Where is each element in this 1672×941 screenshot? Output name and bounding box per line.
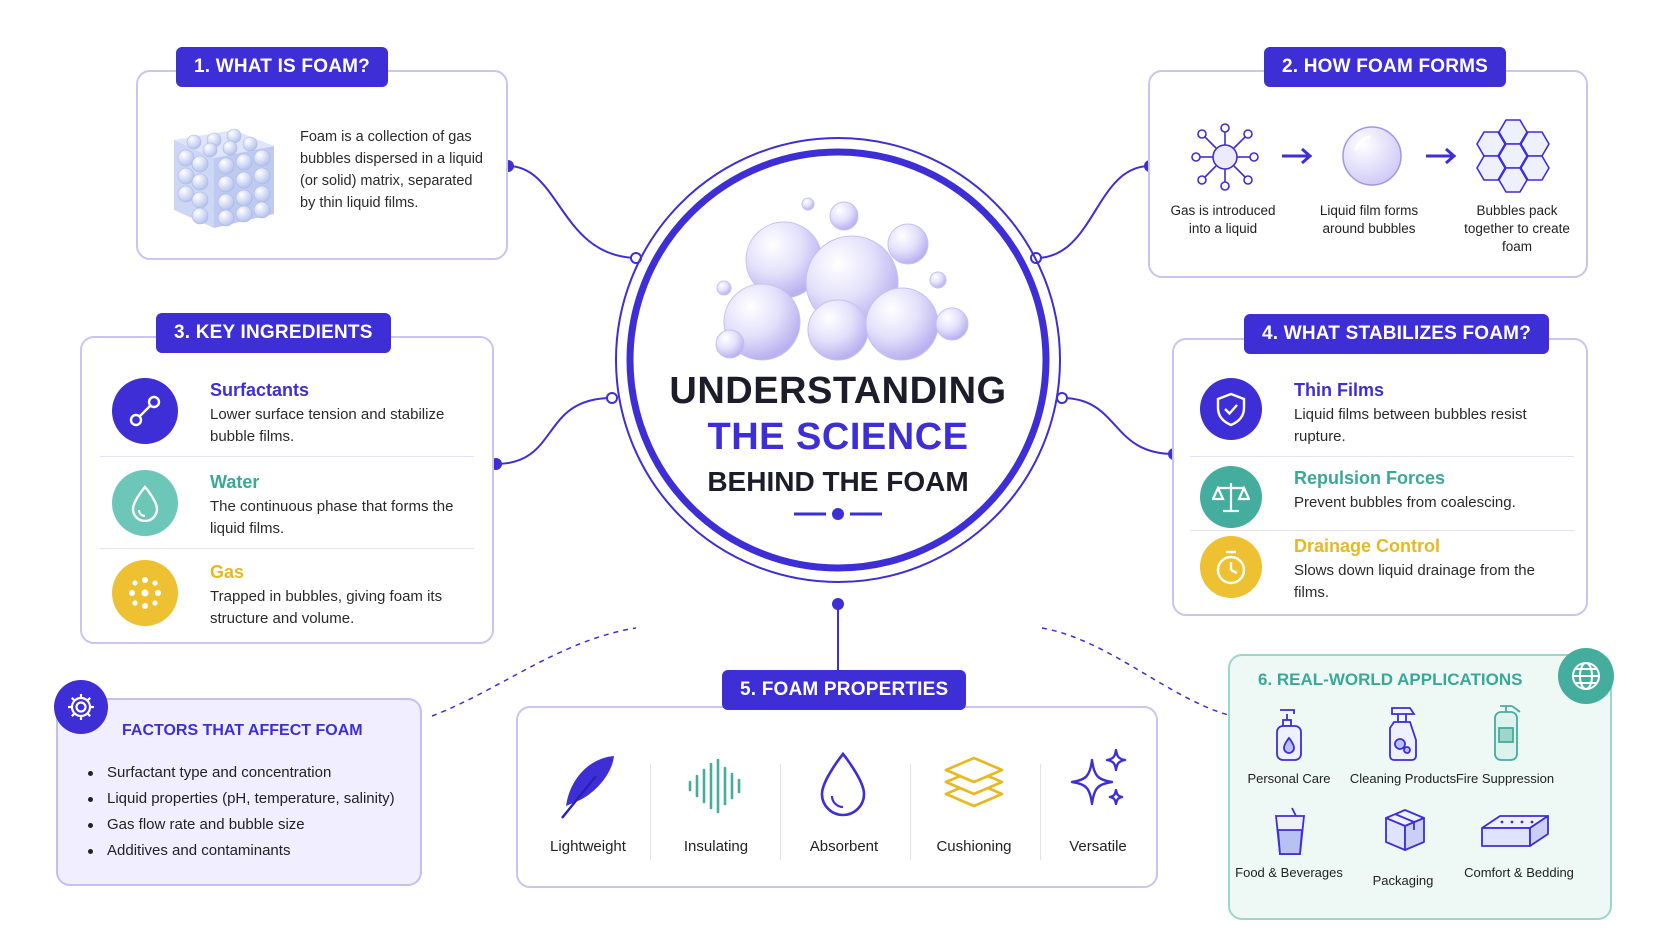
step-label-pack: Bubbles pack together to create foam: [1464, 203, 1570, 254]
water-desc: The continuous phase that forms the liqu…: [210, 498, 454, 537]
what-is-foam-text: Foam is a collection of gas bubbles disp…: [300, 129, 483, 211]
drainage-icon-circle: [1200, 536, 1262, 598]
gear-icon: [68, 694, 94, 720]
feather-icon: [561, 756, 614, 819]
property-label-cushioning: Cushioning: [936, 838, 1012, 855]
shield-icon: [1216, 392, 1246, 427]
properties-card: Lightweight Insulating Absorbent Cushion…: [516, 706, 1158, 888]
repulsion-desc: Prevent bubbles from coalescing.: [1294, 494, 1516, 511]
bubble-icon: [1342, 126, 1402, 186]
repulsion-title: Repulsion Forces: [1294, 468, 1446, 488]
factors-list: Surfactant type and concentration Liquid…: [88, 760, 418, 864]
property-label-versatile: Versatile: [1069, 838, 1127, 855]
factor-item: Liquid properties (pH, temperature, sali…: [88, 786, 418, 812]
stabilizes-title: 4. WHAT STABILIZES FOAM?: [1244, 314, 1550, 354]
center-title-line3: BEHIND THE FOAM: [707, 466, 969, 497]
step-label-film: Liquid film forms around bubbles: [1319, 203, 1419, 236]
fire-extinguisher-icon: [1494, 705, 1521, 761]
center-hub: UNDERSTANDING THE SCIENCE BEHIND THE FOA…: [612, 134, 1064, 586]
drop-outline-icon: [820, 751, 866, 817]
box-icon: [1385, 809, 1425, 851]
key-ingredients-card: Surfactants Lower surface tension and st…: [80, 336, 494, 644]
center-ring: [615, 137, 1061, 583]
property-divider: [910, 764, 911, 860]
factor-item: Gas flow rate and bubble size: [88, 812, 418, 838]
water-title: Water: [210, 472, 260, 492]
factor-item: Additives and contaminants: [88, 838, 418, 864]
mattress-icon: [1481, 815, 1549, 847]
stabilizes-divider: [1190, 456, 1574, 457]
globe-icon: [1572, 662, 1600, 690]
gas-icon-circle: [112, 560, 178, 626]
app-label-personal-care: Personal Care: [1247, 771, 1331, 786]
factors-title: FACTORS THAT AFFECT FOAM: [122, 722, 363, 739]
surfactant-icon-circle: [112, 378, 178, 444]
how-foam-forms-card: Gas is introduced into a liquid Liquid f…: [1148, 70, 1588, 278]
how-foam-forms-title: 2. HOW FOAM FORMS: [1264, 47, 1507, 87]
factors-card: FACTORS THAT AFFECT FOAM Surfactant type…: [56, 698, 422, 886]
arrow-right-icon: [1282, 147, 1313, 165]
timer-icon: [1216, 550, 1246, 585]
arrow-right-icon: [1426, 147, 1457, 165]
property-divider: [1040, 764, 1041, 860]
gas-dots-icon: [129, 577, 161, 609]
what-is-foam-title: 1. WHAT IS FOAM?: [176, 47, 388, 87]
property-label-insulating: Insulating: [683, 838, 749, 855]
applications-card: 6. REAL-WORLD APPLICATIONS Personal Care…: [1228, 654, 1612, 920]
surfactants-desc: Lower surface tension and stabilize bubb…: [210, 406, 445, 445]
globe-icon-circle: [1558, 648, 1614, 704]
key-ingredients-title: 3. KEY INGREDIENTS: [156, 313, 391, 353]
bubbles-illustration: [715, 197, 969, 361]
center-ornament: [794, 508, 882, 520]
ingredients-divider: [100, 548, 474, 549]
stabilizes-card: Thin Films Liquid films between bubbles …: [1172, 338, 1588, 616]
drink-cup-icon: [1275, 807, 1305, 855]
ingredients-divider: [100, 456, 474, 457]
thin-films-title: Thin Films: [1294, 380, 1384, 400]
layers-icon: [944, 756, 1004, 808]
sparkle-icon: [1070, 748, 1127, 806]
sound-wave-icon: [688, 758, 741, 814]
spray-bottle-icon: [1389, 707, 1417, 761]
app-label-packaging: Packaging: [1372, 873, 1434, 888]
step-label-gas: Gas is introduced into a liquid: [1170, 203, 1276, 236]
property-divider: [650, 764, 651, 860]
gas-desc: Trapped in bubbles, giving foam its stru…: [210, 588, 443, 627]
thin-films-desc: Liquid films between bubbles resist rupt…: [1294, 406, 1527, 445]
repulsion-icon-circle: [1200, 466, 1262, 528]
water-icon-circle: [112, 470, 178, 536]
what-is-foam-card: Foam is a collection of gas bubbles disp…: [136, 70, 508, 260]
gear-icon-circle: [54, 680, 108, 734]
gas-title: Gas: [210, 562, 245, 582]
molecule-link-icon: [129, 395, 161, 427]
pump-bottle-icon: [1276, 709, 1302, 761]
app-label-food: Food & Beverages: [1235, 865, 1343, 880]
app-label-fire: Fire Suppression: [1455, 771, 1555, 786]
surfactants-title: Surfactants: [210, 380, 310, 400]
stabilizes-divider: [1190, 530, 1574, 531]
thin-films-icon-circle: [1200, 378, 1262, 440]
properties-title: 5. FOAM PROPERTIES: [722, 670, 967, 710]
drainage-desc: Slows down liquid drainage from the film…: [1294, 562, 1535, 601]
app-label-comfort: Comfort & Bedding: [1464, 865, 1574, 880]
balance-scale-icon: [1212, 483, 1250, 513]
center-title-line2: THE SCIENCE: [707, 416, 969, 458]
applications-title: 6. REAL-WORLD APPLICATIONS: [1258, 670, 1523, 689]
center-title-line1: UNDERSTANDING: [669, 370, 1007, 412]
honeycomb-icon: [1476, 119, 1550, 193]
factor-item: Surfactant type and concentration: [88, 760, 418, 786]
property-divider: [780, 764, 781, 860]
property-label-absorbent: Absorbent: [809, 838, 879, 855]
property-label-lightweight: Lightweight: [550, 838, 626, 855]
drainage-title: Drainage Control: [1294, 536, 1441, 556]
gas-molecules-icon: [1191, 123, 1259, 191]
app-label-cleaning: Cleaning Products: [1349, 771, 1457, 786]
foam-cube-icon: [174, 128, 274, 228]
water-drop-icon: [131, 485, 159, 522]
